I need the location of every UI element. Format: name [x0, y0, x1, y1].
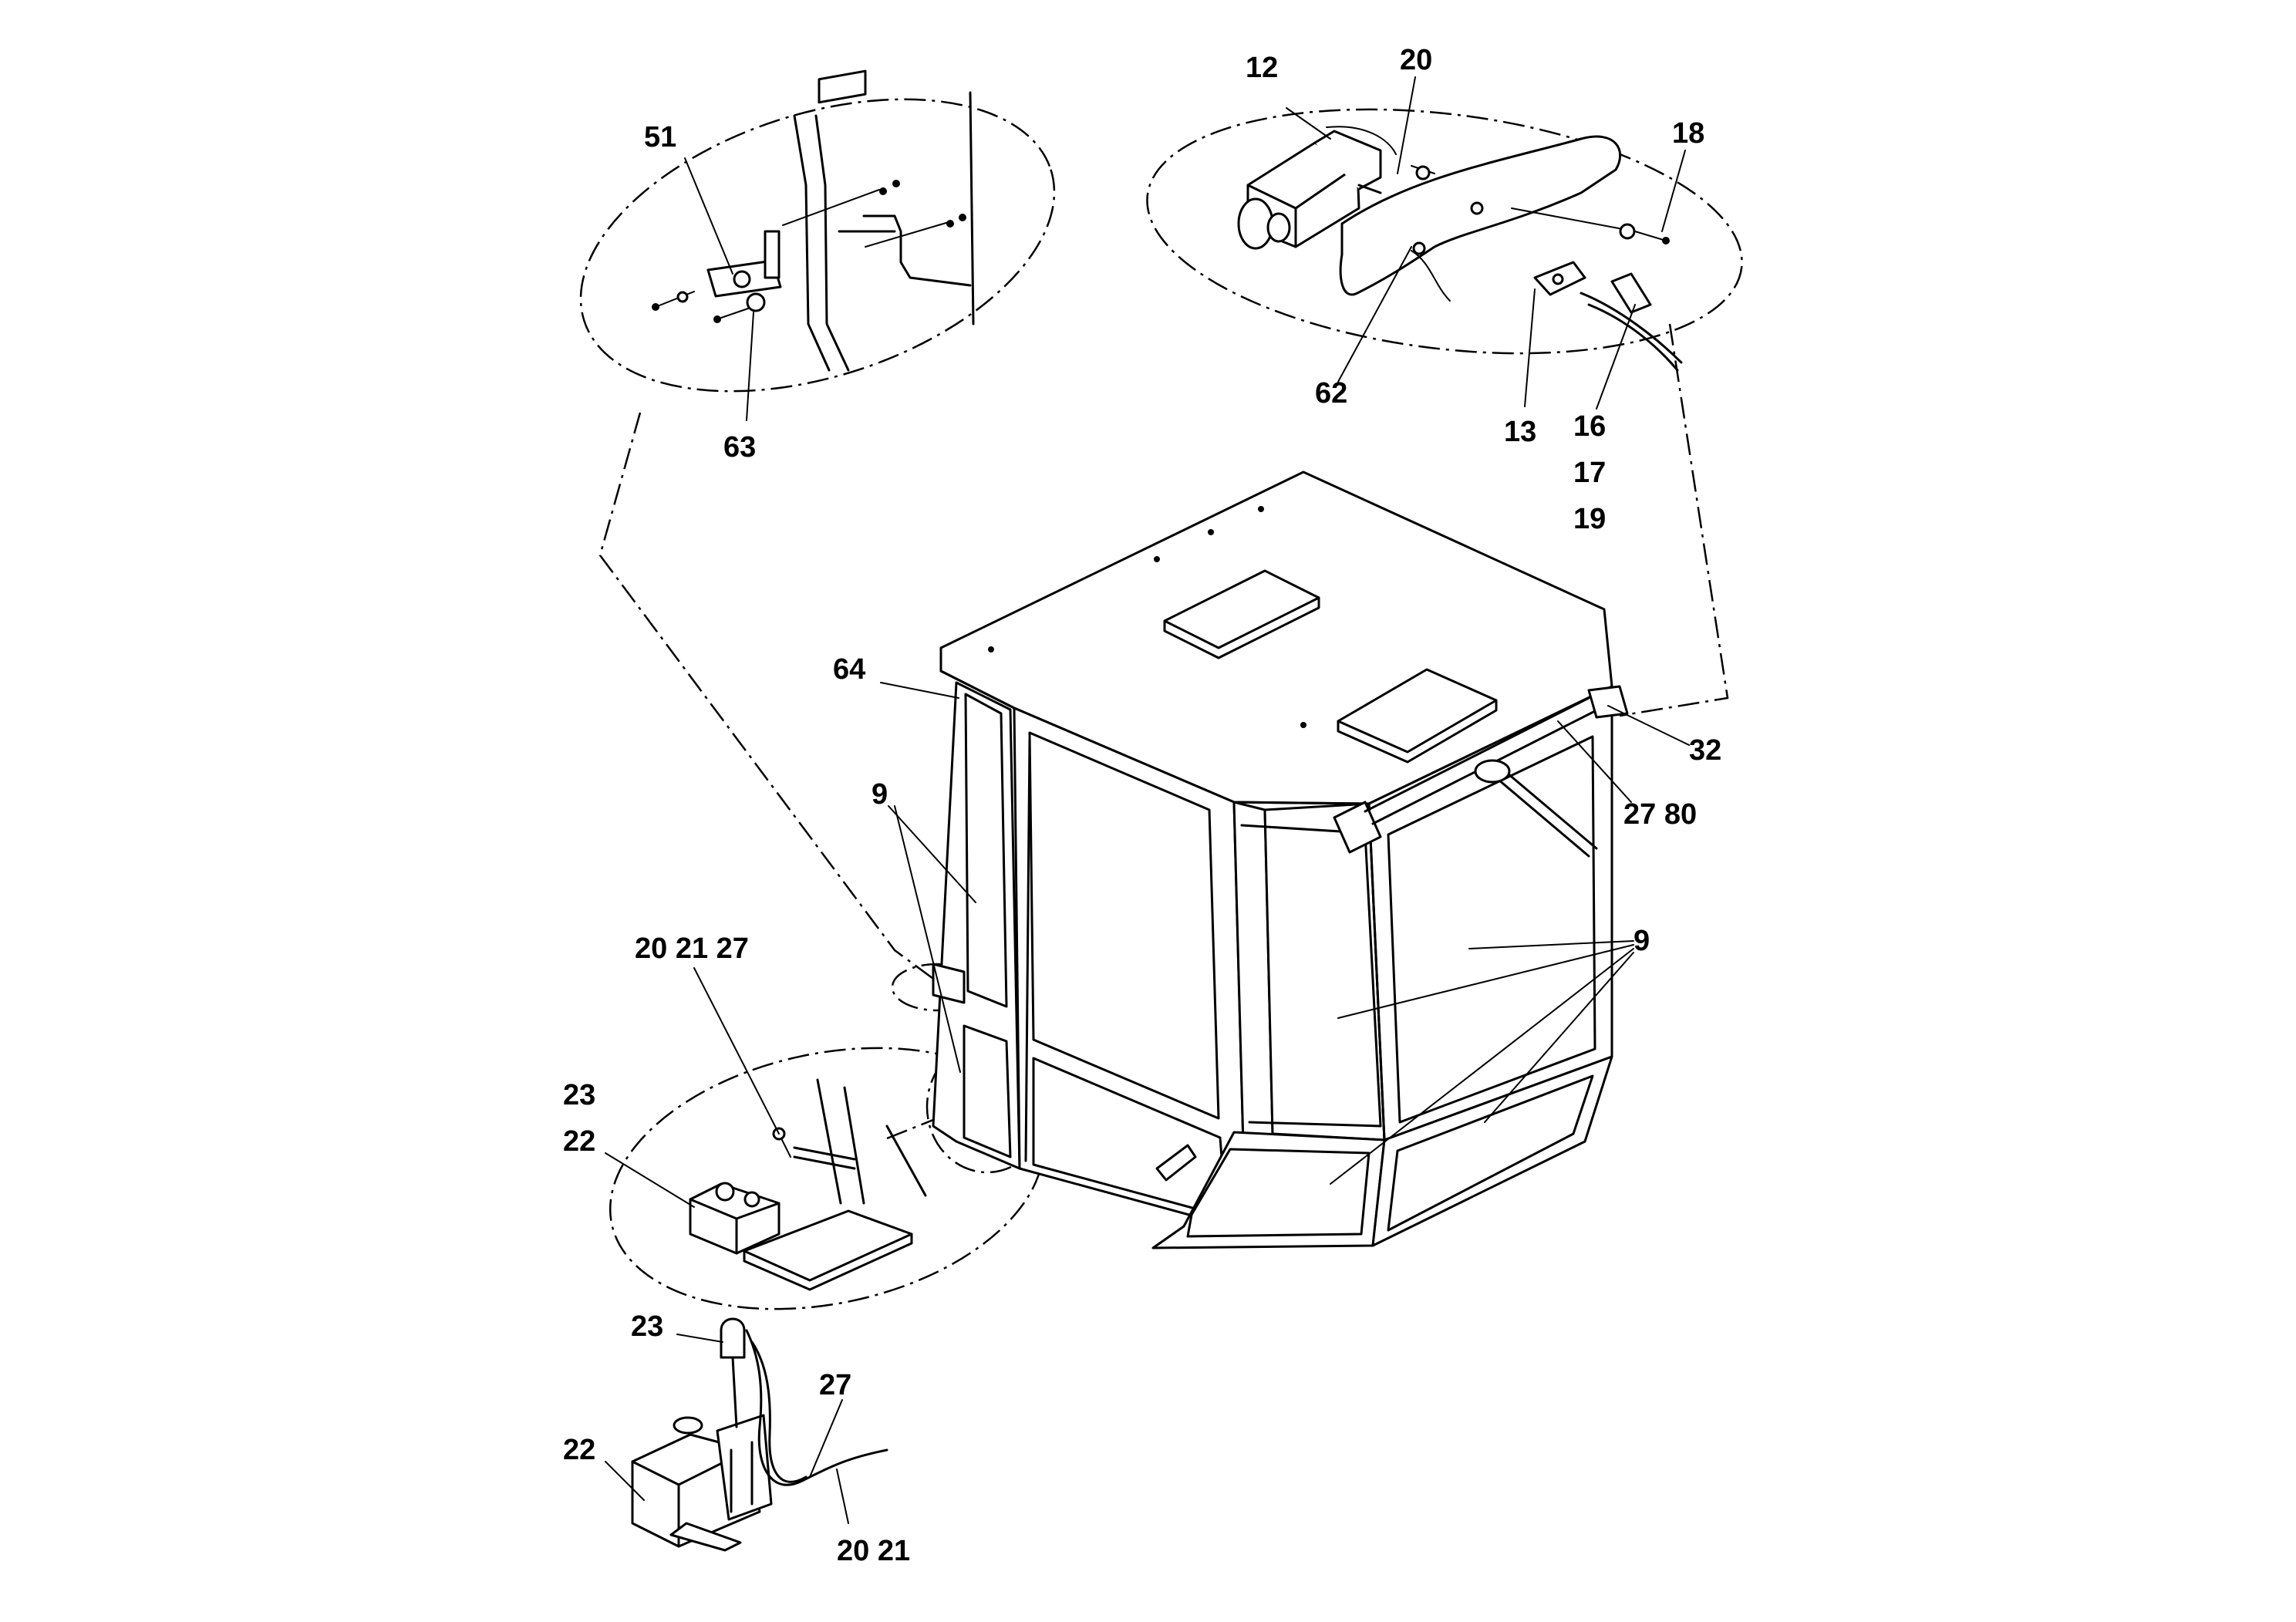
label-12: 12 — [1246, 52, 1278, 84]
label-64: 64 — [833, 653, 865, 686]
label-22-upper: 22 — [563, 1125, 595, 1158]
label-17: 17 — [1573, 457, 1606, 489]
label-51: 51 — [644, 121, 676, 153]
label-32: 32 — [1689, 734, 1721, 767]
detail-ellipse-latch — [579, 98, 1056, 393]
label-22-lower: 22 — [563, 1434, 595, 1466]
detail-ellipse-wiper-motor — [1146, 108, 1743, 355]
label-16: 16 — [1573, 410, 1606, 443]
label-9-left: 9 — [872, 778, 888, 811]
label-23-lower: 23 — [631, 1310, 663, 1343]
washer-mount-detail — [689, 1078, 927, 1291]
cab-body — [932, 470, 1629, 1249]
latch-detail — [652, 69, 975, 372]
label-27-80: 27 80 — [1623, 798, 1697, 831]
label-13: 13 — [1504, 416, 1536, 448]
label-23-upper: 23 — [563, 1079, 595, 1111]
leader-lines — [605, 76, 1690, 1524]
wiper-motor-detail — [1237, 126, 1683, 372]
label-62: 62 — [1315, 377, 1347, 410]
label-27-lower: 27 — [819, 1369, 851, 1401]
part-labels: 12 20 18 51 63 62 13 16 17 19 64 32 27 8… — [563, 44, 1721, 1567]
label-19: 19 — [1573, 503, 1606, 535]
label-20-top: 20 — [1400, 44, 1432, 76]
label-20-21-27: 20 21 27 — [635, 932, 749, 965]
washer-bottle — [631, 1317, 888, 1552]
label-9-right: 9 — [1633, 925, 1650, 957]
label-63: 63 — [723, 431, 756, 464]
label-18: 18 — [1672, 117, 1704, 150]
label-20-21-lower: 20 21 — [837, 1535, 910, 1567]
